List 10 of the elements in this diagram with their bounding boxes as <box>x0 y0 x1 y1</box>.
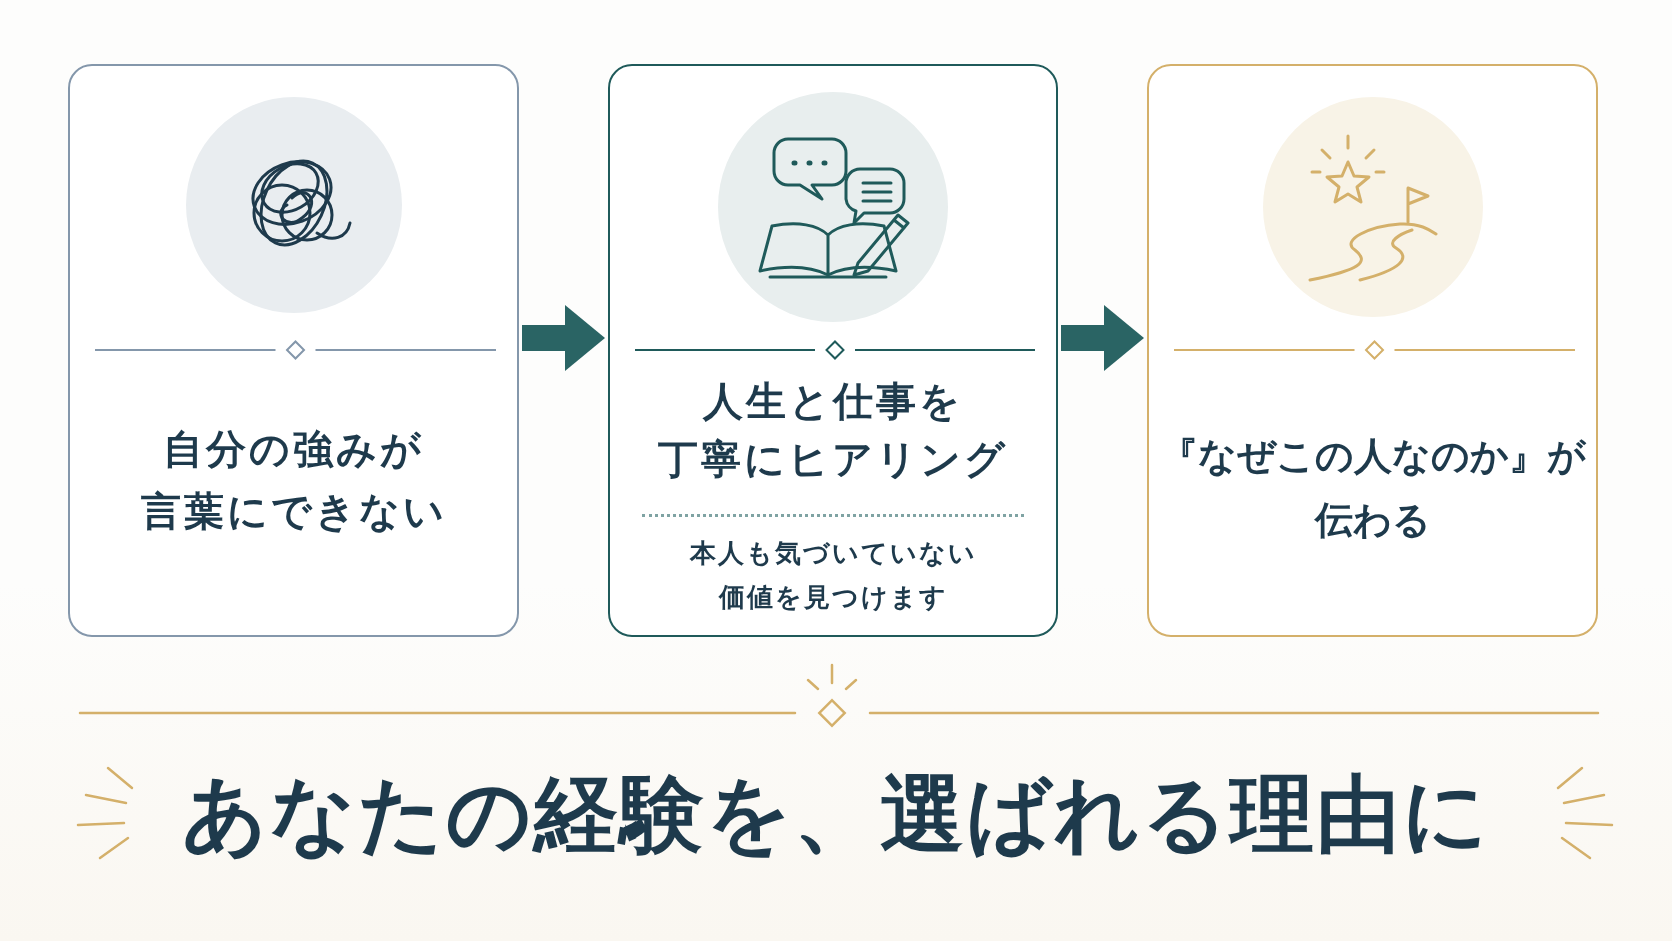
tagline: あなたの経験を、選ばれる理由に <box>181 763 1491 865</box>
step-card <box>68 64 519 637</box>
card-heading: 人生と仕事を丁寧にヒアリング <box>657 376 1009 484</box>
arrow <box>522 305 605 371</box>
arrow <box>1061 305 1144 371</box>
card-heading: 『なぜこの人なのか』が伝わる <box>1158 432 1587 544</box>
card-heading: 自分の強みが言葉にできない <box>139 424 448 536</box>
step-card <box>1147 64 1598 637</box>
card-subtext: 本人も気づいていない価値を見つけます <box>688 537 978 614</box>
step-card <box>608 64 1058 637</box>
